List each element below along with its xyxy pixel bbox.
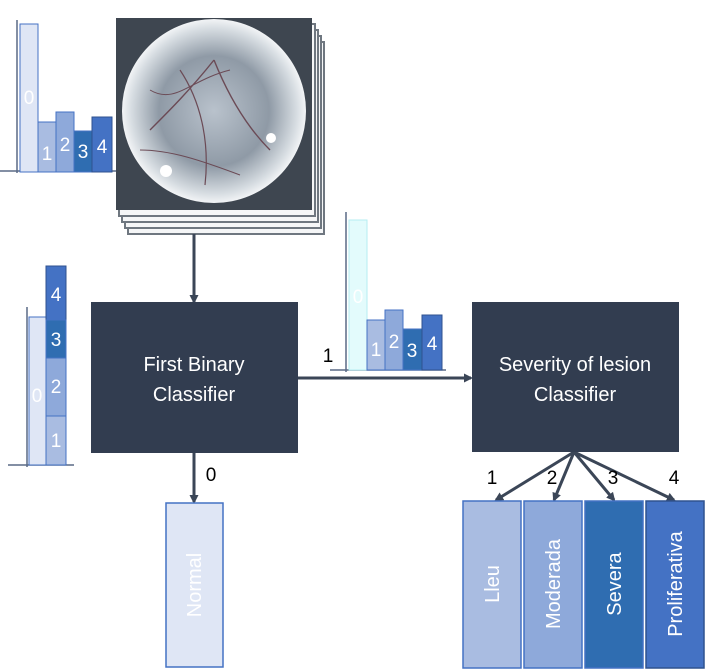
- edge-label-severity-to-moderada: 2: [547, 468, 558, 489]
- severity-of-lesion-classifier-box: Severity of lesion Classifier: [472, 302, 679, 452]
- middle-histogram-label-3: 3: [407, 341, 418, 362]
- top-histogram-label-4: 4: [97, 137, 108, 158]
- stacked-histogram-label-2: 2: [51, 377, 62, 398]
- output-normal: Normal: [165, 502, 224, 668]
- edge-label-severity-to-severa: 3: [608, 468, 619, 489]
- output-proliferativa-label: Proliferativa: [665, 530, 687, 636]
- middle-histogram-label-1: 1: [371, 340, 382, 361]
- severity-to-proliferativa-arrow: [573, 450, 676, 502]
- severity-classifier-line2: Classifier: [534, 384, 617, 406]
- stacked-histogram-seg-1: [45, 415, 67, 466]
- output-severa: Severa: [584, 500, 644, 669]
- output-proliferativa: Proliferativa: [645, 500, 705, 669]
- output-lleu: Lleu: [462, 500, 522, 669]
- stacked-histogram-label-4: 4: [51, 285, 62, 306]
- retina-image-stack-icon: [116, 18, 325, 235]
- output-normal-label: Normal: [184, 553, 206, 617]
- severity-to-lleu-arrow: [494, 450, 575, 502]
- middle-histogram-label-4: 4: [427, 334, 438, 355]
- edge-label-severity-to-proliferativa: 4: [669, 468, 680, 489]
- first-binary-classifier-line2: Classifier: [153, 384, 236, 406]
- top-histogram: 0 1 2 3 4: [0, 20, 118, 173]
- first-binary-classifier-box: First Binary Classifier: [91, 302, 298, 453]
- output-moderada-label: Moderada: [543, 538, 565, 629]
- severity-to-severa-arrow: [572, 451, 616, 502]
- output-moderada: Moderada: [523, 500, 583, 669]
- stacked-histogram-label-1: 1: [51, 431, 62, 452]
- severity-to-moderada-arrow: [552, 451, 576, 502]
- edge-label-binary-to-normal: 0: [206, 465, 217, 486]
- output-lleu-label: Lleu: [482, 565, 504, 603]
- edge-label-severity-to-lleu: 1: [487, 468, 498, 489]
- middle-histogram-label-2: 2: [389, 332, 400, 353]
- first-binary-classifier-line1: First Binary: [143, 354, 244, 376]
- middle-histogram-bar-0: [348, 219, 368, 371]
- top-histogram-label-1: 1: [42, 144, 53, 165]
- middle-histogram: 0 1 2 3 4: [330, 212, 446, 372]
- middle-histogram-label-0: 0: [353, 287, 364, 308]
- top-histogram-bar-0: [19, 23, 39, 173]
- top-histogram-bar-4: [91, 116, 113, 173]
- severity-classifier-line1: Severity of lesion: [499, 354, 651, 376]
- top-histogram-label-2: 2: [60, 135, 71, 156]
- middle-histogram-bar-4: [421, 314, 443, 371]
- stacked-histogram-label-0: 0: [32, 386, 43, 407]
- output-severa-label: Severa: [604, 551, 626, 615]
- top-histogram-label-0: 0: [24, 88, 35, 109]
- stacked-histogram-label-3: 3: [51, 330, 62, 351]
- edge-label-binary-to-severity: 1: [323, 346, 334, 367]
- top-histogram-label-3: 3: [78, 142, 89, 163]
- stacked-histogram: 4 3 0 2 1: [8, 265, 74, 467]
